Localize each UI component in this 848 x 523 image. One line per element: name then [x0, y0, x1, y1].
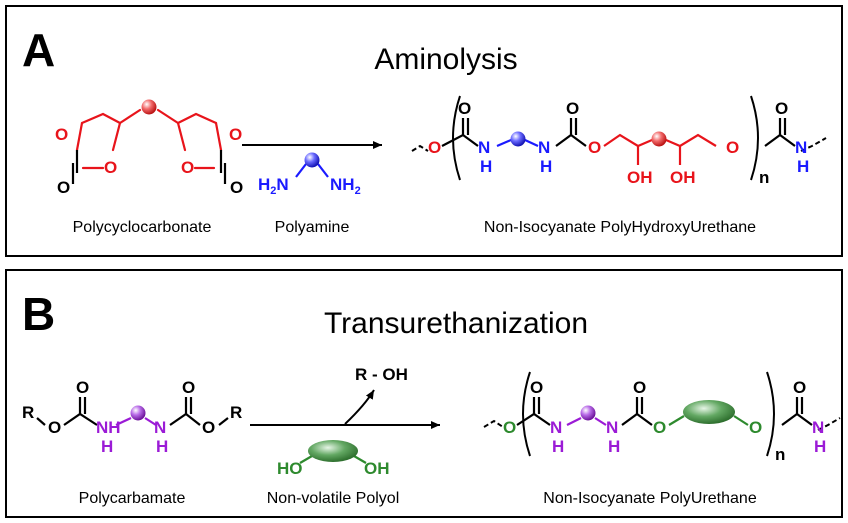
phu-label: Non-Isocyanate PolyHydroxyUrethane [484, 219, 756, 236]
svg-text:H2N: H2N [258, 175, 289, 197]
pu-product-structure: O O N H N H O O O n O N H [483, 371, 841, 464]
svg-text:H: H [814, 437, 826, 456]
svg-text:O: O [726, 138, 739, 157]
amine-sphere-blue [304, 152, 320, 168]
product-b-carbamate-sphere [580, 405, 596, 421]
svg-text:O: O [181, 158, 194, 177]
svg-text:O: O [775, 99, 788, 118]
svg-text:N: N [606, 418, 618, 437]
byproduct-roh: R - OH [355, 365, 408, 384]
polyol-structure: HO OH [277, 440, 390, 478]
svg-text:N: N [812, 418, 824, 437]
svg-text:HO: HO [277, 459, 303, 478]
svg-text:N: N [478, 138, 490, 157]
svg-text:H: H [101, 437, 113, 456]
polyol-label: Non-volatile Polyol [267, 490, 400, 507]
svg-text:R: R [230, 403, 242, 422]
svg-text:O: O [458, 99, 471, 118]
svg-text:H: H [156, 437, 168, 456]
svg-text:O: O [48, 418, 61, 437]
svg-text:O: O [76, 378, 89, 397]
svg-text:N: N [538, 138, 550, 157]
panel-b-title: Transurethanization [324, 307, 588, 340]
svg-text:O: O [104, 158, 117, 177]
svg-text:O: O [749, 418, 762, 437]
svg-text:OH: OH [670, 168, 696, 187]
polycarbamate-label: Polycarbamate [79, 490, 186, 507]
byproduct-arrow [344, 389, 375, 425]
svg-text:O: O [653, 418, 666, 437]
svg-text:H: H [540, 157, 552, 176]
svg-text:O: O [57, 178, 70, 197]
svg-text:O: O [202, 418, 215, 437]
svg-text:H: H [797, 157, 809, 176]
product-b-polyol-ellipse [683, 400, 735, 424]
svg-text:O: O [633, 378, 646, 397]
polyol-ellipse-green [308, 440, 358, 462]
svg-text:NH: NH [96, 418, 121, 437]
svg-text:O: O [428, 138, 441, 157]
svg-text:O: O [55, 125, 68, 144]
carbamate-sphere-purple [130, 405, 146, 421]
svg-text:OH: OH [627, 168, 653, 187]
polycyclocarbonate-structure: O O O O O O [55, 99, 243, 197]
polyamine-label: Polyamine [275, 219, 350, 236]
svg-text:O: O [230, 178, 243, 197]
phu-product-structure: O O N H N H O O OH OH O n O N H [411, 95, 827, 187]
svg-text:O: O [530, 378, 543, 397]
svg-text:N: N [550, 418, 562, 437]
panel-a-letter: A [22, 24, 55, 76]
svg-text:O: O [588, 138, 601, 157]
svg-text:N: N [154, 418, 166, 437]
svg-text:N: N [795, 138, 807, 157]
svg-text:H: H [480, 157, 492, 176]
polycyclocarbonate-label: Polycyclocarbonate [73, 219, 212, 236]
panel-a: A Aminolysis O [5, 5, 843, 257]
panel-a-title: Aminolysis [374, 43, 517, 76]
product-a-core-sphere [651, 131, 667, 147]
panel-b: B Transurethanization R O O NH H N H [5, 269, 843, 518]
pu-label: Non-Isocyanate PolyUrethane [543, 490, 757, 507]
repeat-unit-n-a: n [759, 168, 769, 187]
svg-text:H: H [552, 437, 564, 456]
svg-text:O: O [793, 378, 806, 397]
svg-text:O: O [182, 378, 195, 397]
core-sphere-red [141, 99, 157, 115]
svg-text:H: H [608, 437, 620, 456]
svg-text:R: R [22, 403, 34, 422]
svg-text:OH: OH [364, 459, 390, 478]
svg-text:O: O [566, 99, 579, 118]
panel-b-frame [5, 269, 843, 518]
repeat-unit-n-b: n [775, 445, 785, 464]
panel-a-frame [5, 5, 843, 257]
panel-b-letter: B [22, 288, 55, 340]
svg-text:NH2: NH2 [330, 175, 361, 197]
product-a-amine-sphere [510, 131, 526, 147]
svg-text:O: O [503, 418, 516, 437]
polycarbamate-structure: R O O NH H N H O O R [22, 378, 242, 456]
polyamine-structure: H2N NH2 [258, 152, 361, 197]
svg-text:O: O [229, 125, 242, 144]
